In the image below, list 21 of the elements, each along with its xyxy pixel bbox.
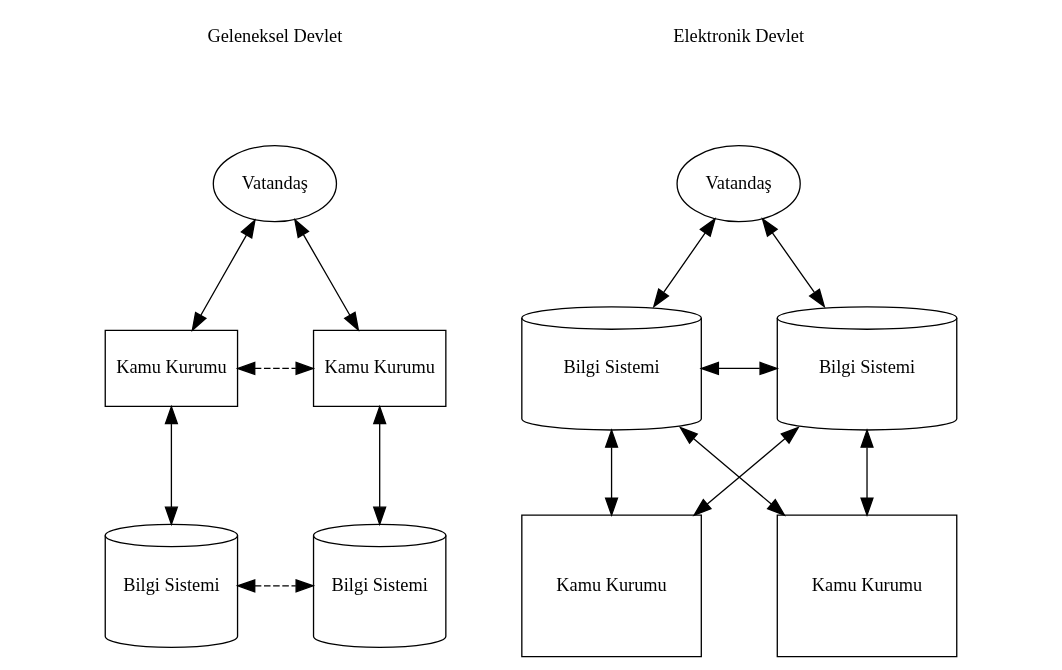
arrow bbox=[652, 217, 717, 309]
arrow bbox=[692, 426, 800, 517]
arrow bbox=[191, 218, 256, 332]
arrow bbox=[699, 361, 780, 376]
node-box: Kamu Kurumu bbox=[312, 329, 447, 408]
node-box: Kamu Kurumu bbox=[776, 514, 958, 658]
node-box: Kamu Kurumu bbox=[521, 514, 702, 658]
node-box: Kamu Kurumu bbox=[104, 329, 239, 408]
node-ellipse: Vatandaş bbox=[212, 145, 338, 223]
arrow bbox=[235, 361, 316, 376]
node-ellipse: Vatandaş bbox=[676, 145, 801, 223]
arrow bbox=[604, 428, 619, 518]
label: Elektronik Devlet bbox=[673, 25, 805, 46]
arrow bbox=[761, 217, 826, 309]
arrow bbox=[372, 404, 387, 527]
arrow bbox=[293, 217, 360, 332]
arrow bbox=[235, 579, 316, 593]
arrow bbox=[164, 404, 179, 527]
label: Geleneksel Devlet bbox=[207, 25, 343, 46]
arrow bbox=[860, 428, 874, 518]
arrow bbox=[678, 426, 786, 517]
